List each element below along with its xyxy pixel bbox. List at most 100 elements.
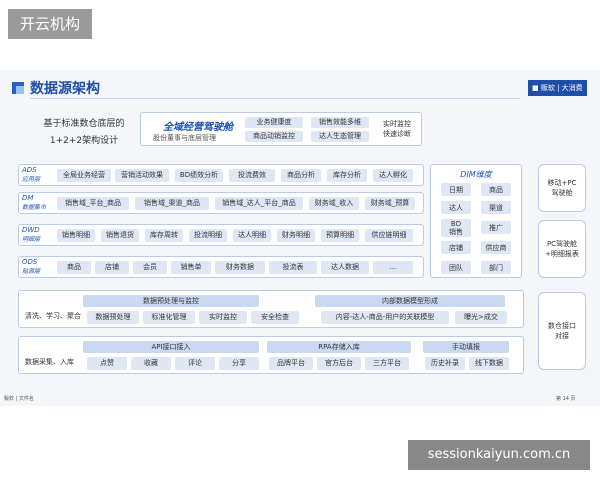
ingest-header-manual: 手动填报 — [423, 341, 509, 353]
title-divider — [30, 98, 520, 99]
layer-chip: 店铺 — [95, 261, 129, 274]
company-logo: ■ 贩软 | 大消费 — [528, 80, 587, 96]
banner-side-line: 实时监控 — [383, 120, 411, 128]
ingest-header-rpa: RPA存储入库 — [267, 341, 411, 353]
layer-chip: 销售域_平台_商品 — [57, 197, 129, 210]
dim-chip: 日期 — [441, 183, 471, 196]
ingest-chip: 三方平台 — [365, 357, 409, 370]
layer-sub: 明细层 — [22, 236, 41, 243]
layer-sub: 数据集市 — [22, 204, 47, 211]
layer-chip: 销售单 — [171, 261, 211, 274]
layer-dm: DM 数据集市 销售域_平台_商品 销售域_渠道_商品 销售域_达人_平台_商品… — [18, 192, 424, 214]
dim-chip: 部门 — [481, 261, 511, 274]
ingest-chip: 线下数据 — [469, 357, 509, 370]
layer-chip: 投流费效 — [229, 169, 275, 182]
layer-sub: 应用层 — [22, 176, 41, 183]
layer-chip: 财务明细 — [277, 229, 315, 242]
slide-title: 数据源架构 — [30, 81, 100, 97]
side-box-pc-report: PC驾驶舱 +明细报表 — [538, 220, 586, 278]
title-mark-icon — [12, 82, 24, 94]
ingest-block: API接口接入 RPA存储入库 手动填报 数据采集、入库 点赞 收藏 评论 分享… — [18, 336, 524, 374]
dim-panel: DIM维度 日期 商品 达人 渠道 BD 销售 推广 店铺 供应商 团队 部门 — [430, 164, 522, 278]
layer-sub: 贴源层 — [22, 268, 41, 275]
banner-subtitle: 股份董事与底层管理 — [153, 134, 216, 142]
ingest-chip: 历史补录 — [425, 357, 465, 370]
layer-name: ADS — [22, 166, 37, 174]
process-label: 清洗、学习、聚合 — [25, 312, 81, 320]
intro-line-1: 基于标准数仓底层的 — [43, 119, 125, 129]
intro-text: 基于标准数仓底层的 1+2+2架构设计 — [34, 116, 134, 150]
footer-left: 贩软 | 文件名 — [4, 396, 34, 402]
process-chip: 曝光>成交 — [455, 311, 507, 324]
ingest-chip: 官方后台 — [317, 357, 361, 370]
banner-title: 全域经营驾驶舱 — [163, 122, 233, 133]
dim-chip: 渠道 — [481, 201, 511, 214]
side-box-mobile-pc: 移动+PC 驾驶舱 — [538, 164, 586, 212]
dim-chip: 店铺 — [441, 241, 471, 254]
layer-chip: 供应链明细 — [365, 229, 413, 242]
layer-chip: 达人孵化 — [373, 169, 413, 182]
process-chip: 内容-达人-商品-用户的关联模型 — [321, 311, 449, 324]
layer-chip: 销售域_达人_平台_商品 — [215, 197, 303, 210]
footer-page: 第 14 页 — [556, 396, 576, 402]
layer-chip: 库存分析 — [327, 169, 367, 182]
layer-chip: 达人数据 — [321, 261, 369, 274]
banner-side-line: 快速诊断 — [383, 130, 411, 138]
layer-name: DWD — [22, 226, 40, 234]
dim-chip: 推广 — [481, 221, 511, 234]
layer-name: ODS — [22, 258, 38, 266]
banner-side: 实时监控 快速诊断 — [377, 119, 417, 139]
dim-chip: 商品 — [481, 183, 511, 196]
cockpit-banner: 全域经营驾驶舱 股份董事与底层管理 业务健康度 销售效能多维 商品动销监控 达人… — [140, 112, 422, 146]
process-chip: 实时监控 — [199, 311, 247, 324]
layer-chip: 商品分析 — [281, 169, 321, 182]
layer-name: DM — [22, 194, 34, 202]
layer-chip: 库存周转 — [145, 229, 183, 242]
process-chip: 数据预处理 — [87, 311, 139, 324]
layer-chip: ... — [373, 261, 413, 274]
brand-badge: 开云机构 — [8, 9, 92, 39]
ingest-chip: 点赞 — [87, 357, 127, 370]
dim-title: DIM维度 — [460, 170, 492, 179]
layer-ods: ODS 贴源层 商品 店铺 会员 销售单 财务数据 投流表 达人数据 ... — [18, 256, 424, 278]
layer-chip: 销售明细 — [57, 229, 95, 242]
dim-chip: 达人 — [441, 201, 471, 214]
layer-chip: 达人明细 — [233, 229, 271, 242]
watermark: sessionkaiyun.com.cn — [408, 440, 590, 470]
layer-chip: 销售退货 — [101, 229, 139, 242]
layer-chip: 投流表 — [269, 261, 317, 274]
banner-tag: 销售效能多维 — [311, 117, 369, 128]
banner-tag: 商品动销监控 — [245, 131, 303, 142]
intro-line-2: 1+2+2架构设计 — [49, 136, 119, 146]
ingest-chip: 分享 — [219, 357, 259, 370]
process-block: 数据预处理与监控 内部数据模型形成 清洗、学习、聚合 数据预处理 标准化管理 实… — [18, 290, 524, 328]
process-chip: 安全检查 — [251, 311, 299, 324]
layer-chip: 财务数据 — [215, 261, 265, 274]
banner-tag: 业务健康度 — [245, 117, 303, 128]
layer-chip: BD绩效分析 — [175, 169, 223, 182]
layer-chip: 全局业务经营 — [57, 169, 111, 182]
dim-chip: 供应商 — [481, 241, 511, 254]
architecture-slide: 数据源架构 ■ 贩软 | 大消费 基于标准数仓底层的 1+2+2架构设计 全域经… — [0, 70, 600, 406]
layer-chip: 营销活动效果 — [115, 169, 169, 182]
layer-chip: 销售域_渠道_商品 — [135, 197, 209, 210]
side-box-interface: 数仓接口 对接 — [538, 292, 586, 370]
layer-chip: 商品 — [57, 261, 91, 274]
layer-chip: 财务域_预算 — [365, 197, 415, 210]
layer-chip: 会员 — [133, 261, 167, 274]
layer-dwd: DWD 明细层 销售明细 销售退货 库存周转 投流明细 达人明细 财务明细 预算… — [18, 224, 424, 246]
layer-ads: ADS 应用层 全局业务经营 营销活动效果 BD绩效分析 投流费效 商品分析 库… — [18, 164, 424, 186]
ingest-label: 数据采集、入库 — [25, 358, 74, 366]
dim-chip: 团队 — [441, 261, 471, 274]
ingest-header-api: API接口接入 — [83, 341, 259, 353]
process-left-header: 数据预处理与监控 — [83, 295, 259, 307]
ingest-chip: 收藏 — [131, 357, 171, 370]
process-chip: 标准化管理 — [143, 311, 195, 324]
ingest-chip: 评论 — [175, 357, 215, 370]
layer-chip: 预算明细 — [321, 229, 359, 242]
process-right-header: 内部数据模型形成 — [315, 295, 505, 307]
dim-chip: BD 销售 — [441, 219, 471, 237]
ingest-chip: 品牌平台 — [269, 357, 313, 370]
banner-tag: 达人生态管理 — [311, 131, 369, 142]
layer-chip: 财务域_收入 — [309, 197, 359, 210]
